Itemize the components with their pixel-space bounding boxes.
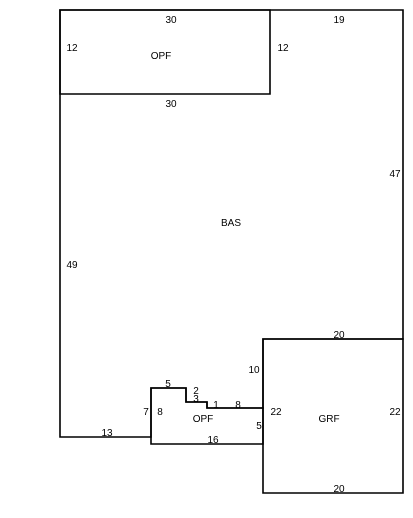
grf-dim-lower-left: 5 xyxy=(256,421,262,432)
opf-bottom-dim-top: 5 xyxy=(165,379,171,390)
bas-dim-top-right: 19 xyxy=(333,15,345,26)
opf-bottom-outline xyxy=(150,387,264,445)
opf-bottom-dim-step3: 1 xyxy=(213,400,219,411)
opf-bottom-dim-step1: 2 xyxy=(193,386,199,397)
opf-top-dim-right: 12 xyxy=(277,43,289,54)
grf-dim-left: 22 xyxy=(270,407,282,418)
opf-bottom-dim-step2: 3 xyxy=(193,394,199,405)
opf-bottom-dim-inner-left: 8 xyxy=(157,407,163,418)
bas-label: BAS xyxy=(221,218,241,229)
opf-top-label: OPF xyxy=(151,51,172,62)
opf-bottom-dim-bottom: 16 xyxy=(207,435,219,446)
grf-dim-left-upper: 10 xyxy=(248,365,260,376)
bas-dim-left: 49 xyxy=(66,260,78,271)
opf-bottom-dim-step4: 8 xyxy=(235,400,241,411)
bas-dim-right: 47 xyxy=(389,169,401,180)
grf-dim-bottom: 20 xyxy=(333,484,345,495)
grf-label: GRF xyxy=(318,414,339,425)
opf-bottom-dim-left: 7 xyxy=(143,407,149,418)
bas-dim-bottom-left: 13 xyxy=(101,428,113,439)
grf-dim-right: 22 xyxy=(389,407,401,418)
opf-top-dim-left: 12 xyxy=(66,43,78,54)
opf-top-dim-bottom: 30 xyxy=(165,99,177,110)
grf-dim-top: 20 xyxy=(333,330,345,341)
opf-top-outline xyxy=(59,9,271,95)
opf-bottom-label: OPF xyxy=(193,414,214,425)
opf-top-dim-top: 30 xyxy=(165,15,177,26)
